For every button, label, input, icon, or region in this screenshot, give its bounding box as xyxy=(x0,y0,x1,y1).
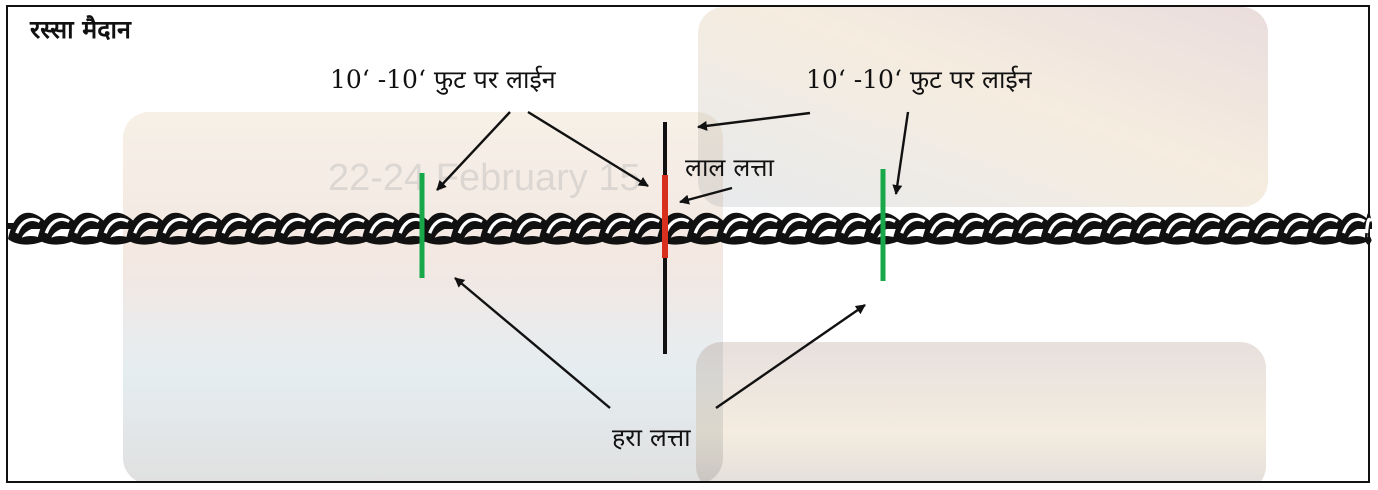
arrow-right-label-to-right-line xyxy=(892,111,910,195)
arrow-right-label-to-pole xyxy=(697,111,811,131)
rope-strand-highlight xyxy=(988,217,1014,234)
rope-strand-highlight xyxy=(339,217,365,234)
arrow-red-label-to-red-ribbon xyxy=(679,186,733,205)
arrow-green-label-to-right-ribbon xyxy=(715,304,866,409)
rope-strand-highlight xyxy=(752,217,778,234)
rope-strand-highlight xyxy=(457,217,483,234)
rope-strand-highlight xyxy=(929,217,955,234)
rope-strand-highlight xyxy=(1106,217,1132,234)
rope-strand-highlight xyxy=(546,217,572,234)
rope-strand-highlight xyxy=(1047,217,1073,234)
rope-strand-highlight xyxy=(1342,217,1366,234)
rope-strand-highlight xyxy=(1283,217,1309,234)
rope-core xyxy=(8,223,1372,229)
rope-strand-highlight xyxy=(693,217,719,234)
rope-strand-highlight xyxy=(1018,217,1044,234)
arrow-green-label-to-left-ribbon xyxy=(454,277,611,409)
rope-strand-highlight xyxy=(1224,217,1250,234)
rope-strand-highlight xyxy=(221,217,247,234)
rope-strand-highlight xyxy=(280,217,306,234)
rope-strand-highlight xyxy=(15,217,41,234)
rope-strand-highlight xyxy=(1364,217,1373,234)
rope-strand-highlight xyxy=(1313,217,1339,234)
arrow-left-label-to-center xyxy=(527,110,649,188)
label-green-ribbon: हरा लत्ता xyxy=(612,423,691,452)
rope-strand-highlight xyxy=(44,217,70,234)
rope-strand-highlight xyxy=(192,217,218,234)
arrow-left-label-to-left-line xyxy=(436,111,511,191)
background-photo-top-right xyxy=(698,7,1268,207)
rope-strand-highlight xyxy=(811,217,837,234)
rope-strand-highlight xyxy=(74,217,100,234)
rope-strand-highlight xyxy=(900,217,926,234)
rope-strand-highlight xyxy=(428,217,454,234)
rope-strand-highlight xyxy=(1077,217,1103,234)
rope-strand-highlight xyxy=(487,217,513,234)
rope-strand-highlight xyxy=(516,217,542,234)
rope-strand-highlight xyxy=(841,217,867,234)
rope-strand-highlight xyxy=(1136,217,1162,234)
rope-strand-highlight xyxy=(1195,217,1221,234)
rope-strand-highlight xyxy=(1254,217,1280,234)
rope xyxy=(8,212,1373,245)
rope-strand-highlight xyxy=(133,217,159,234)
rope-strand-highlight xyxy=(310,217,336,234)
background-watermark-text: 22-24 February 15 xyxy=(328,157,641,199)
rope-strand-highlight xyxy=(959,217,985,234)
rope-strand-highlight xyxy=(605,217,631,234)
rope-strand-highlight xyxy=(369,217,395,234)
label-red-ribbon: लाल लत्ता xyxy=(685,153,775,182)
diagram-title: रस्सा मैदान xyxy=(30,15,131,44)
rope-strand-highlight xyxy=(1165,217,1191,234)
label-10ft-line-left: 10‘ -10‘ फुट पर लाईन xyxy=(330,65,556,94)
label-10ft-line-right: 10‘ -10‘ फुट पर लाईन xyxy=(806,65,1032,94)
rope-strand-highlight xyxy=(723,217,749,234)
arrows xyxy=(436,110,910,409)
background-photo-bottom-right xyxy=(696,342,1266,481)
rope-strand-highlight xyxy=(782,217,808,234)
rope-strand-highlight xyxy=(251,217,277,234)
rope-strand-highlight xyxy=(575,217,601,234)
rope-strand-highlight xyxy=(162,217,188,234)
rope-strand-highlight xyxy=(103,217,129,234)
rope-strand-highlight xyxy=(634,217,660,234)
